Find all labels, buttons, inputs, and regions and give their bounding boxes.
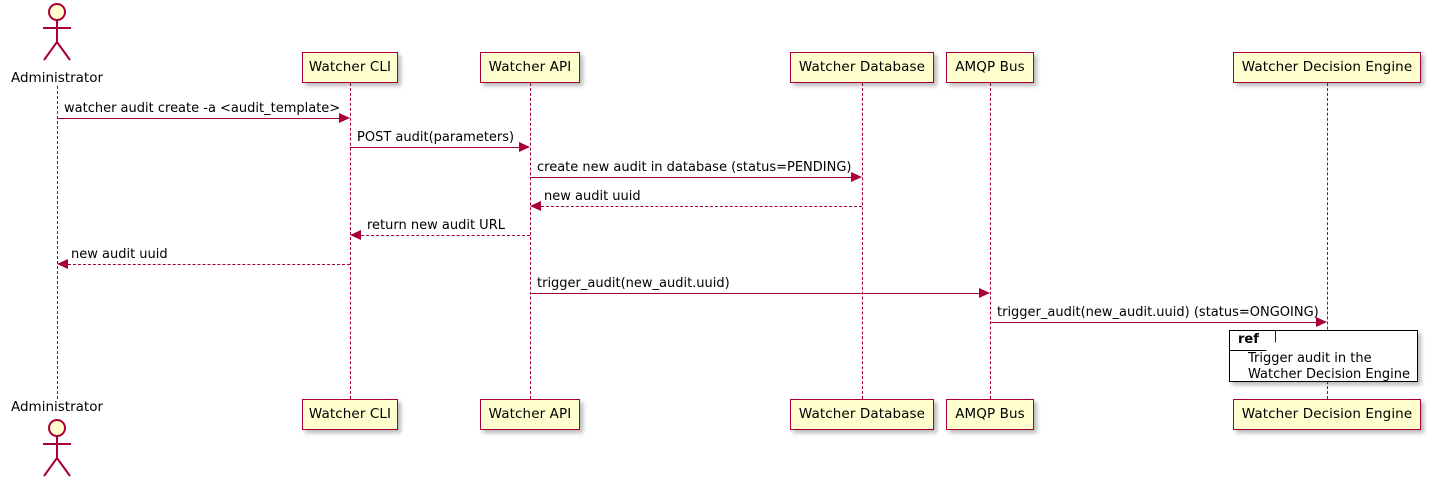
message-label-2: POST audit(parameters): [357, 130, 515, 145]
actor-administrator-bottom: [35, 418, 79, 480]
actor-administrator-top: [35, 2, 79, 64]
ref-fragment-text: Trigger audit in the Watcher Decision En…: [1248, 351, 1410, 383]
message-line-4: [541, 206, 862, 207]
lifeline-administrator: [57, 86, 58, 399]
message-line-5: [361, 235, 530, 236]
participant-label: AMQP Bus: [955, 58, 1025, 75]
message-arrowhead-7: [979, 288, 990, 298]
message-label-3: create new audit in database (status=PEN…: [537, 160, 852, 175]
message-label-4: new audit uuid: [544, 189, 641, 204]
participant-label: Watcher API: [488, 58, 572, 75]
lifeline-watcher-cli: [350, 83, 351, 399]
lifeline-watcher-decision-engine: [1327, 83, 1328, 399]
participant-label: Watcher Decision Engine: [1241, 58, 1413, 75]
participant-label: Watcher CLI: [308, 405, 392, 422]
participant-label: Watcher Database: [798, 405, 926, 422]
ref-fragment: ref Trigger audit in the Watcher Decisio…: [1229, 330, 1418, 382]
message-label-6: new audit uuid: [71, 247, 168, 262]
actor-label-administrator-top: Administrator: [10, 70, 104, 86]
message-arrowhead-8: [1316, 317, 1327, 327]
participant-label: Watcher Database: [798, 58, 926, 75]
participant-watcher-api-bottom[interactable]: Watcher API: [480, 399, 580, 430]
participant-watcher-database-top[interactable]: Watcher Database: [790, 52, 934, 83]
actor-icon: [43, 419, 71, 477]
participant-watcher-cli-bottom[interactable]: Watcher CLI: [302, 399, 398, 430]
lifeline-amqp-bus: [990, 83, 991, 399]
actor-label-administrator-bottom: Administrator: [10, 399, 104, 415]
message-arrowhead-1: [339, 113, 350, 123]
message-line-7: [530, 293, 979, 294]
message-line-6: [68, 264, 350, 265]
ref-fragment-operator: ref: [1230, 331, 1276, 351]
participant-watcher-decision-engine-bottom[interactable]: Watcher Decision Engine: [1233, 399, 1421, 430]
message-arrowhead-6: [57, 259, 68, 269]
message-line-8: [990, 322, 1316, 323]
message-line-2: [350, 147, 519, 148]
message-line-3: [530, 177, 851, 178]
participant-label: Watcher CLI: [308, 58, 392, 75]
message-label-5: return new audit URL: [367, 218, 505, 233]
participant-watcher-decision-engine-top[interactable]: Watcher Decision Engine: [1233, 52, 1421, 83]
message-arrowhead-5: [350, 230, 361, 240]
message-label-1: watcher audit create -a <audit_template>: [64, 101, 341, 116]
message-label-7: trigger_audit(new_audit.uuid): [537, 276, 730, 291]
participant-label: Watcher API: [488, 405, 572, 422]
participant-watcher-api-top[interactable]: Watcher API: [480, 52, 580, 83]
message-arrowhead-3: [851, 172, 862, 182]
participant-label: AMQP Bus: [955, 405, 1025, 422]
message-arrowhead-2: [519, 142, 530, 152]
message-arrowhead-4: [530, 201, 541, 211]
participant-watcher-database-bottom[interactable]: Watcher Database: [790, 399, 934, 430]
participant-amqp-bus-top[interactable]: AMQP Bus: [946, 52, 1034, 83]
lifeline-watcher-api: [530, 83, 531, 399]
participant-watcher-cli-top[interactable]: Watcher CLI: [302, 52, 398, 83]
actor-icon: [43, 3, 71, 61]
message-label-8: trigger_audit(new_audit.uuid) (status=ON…: [997, 305, 1319, 320]
lifeline-watcher-database: [862, 83, 863, 399]
participant-amqp-bus-bottom[interactable]: AMQP Bus: [946, 399, 1034, 430]
message-line-1: [57, 118, 339, 119]
participant-label: Watcher Decision Engine: [1241, 405, 1413, 422]
